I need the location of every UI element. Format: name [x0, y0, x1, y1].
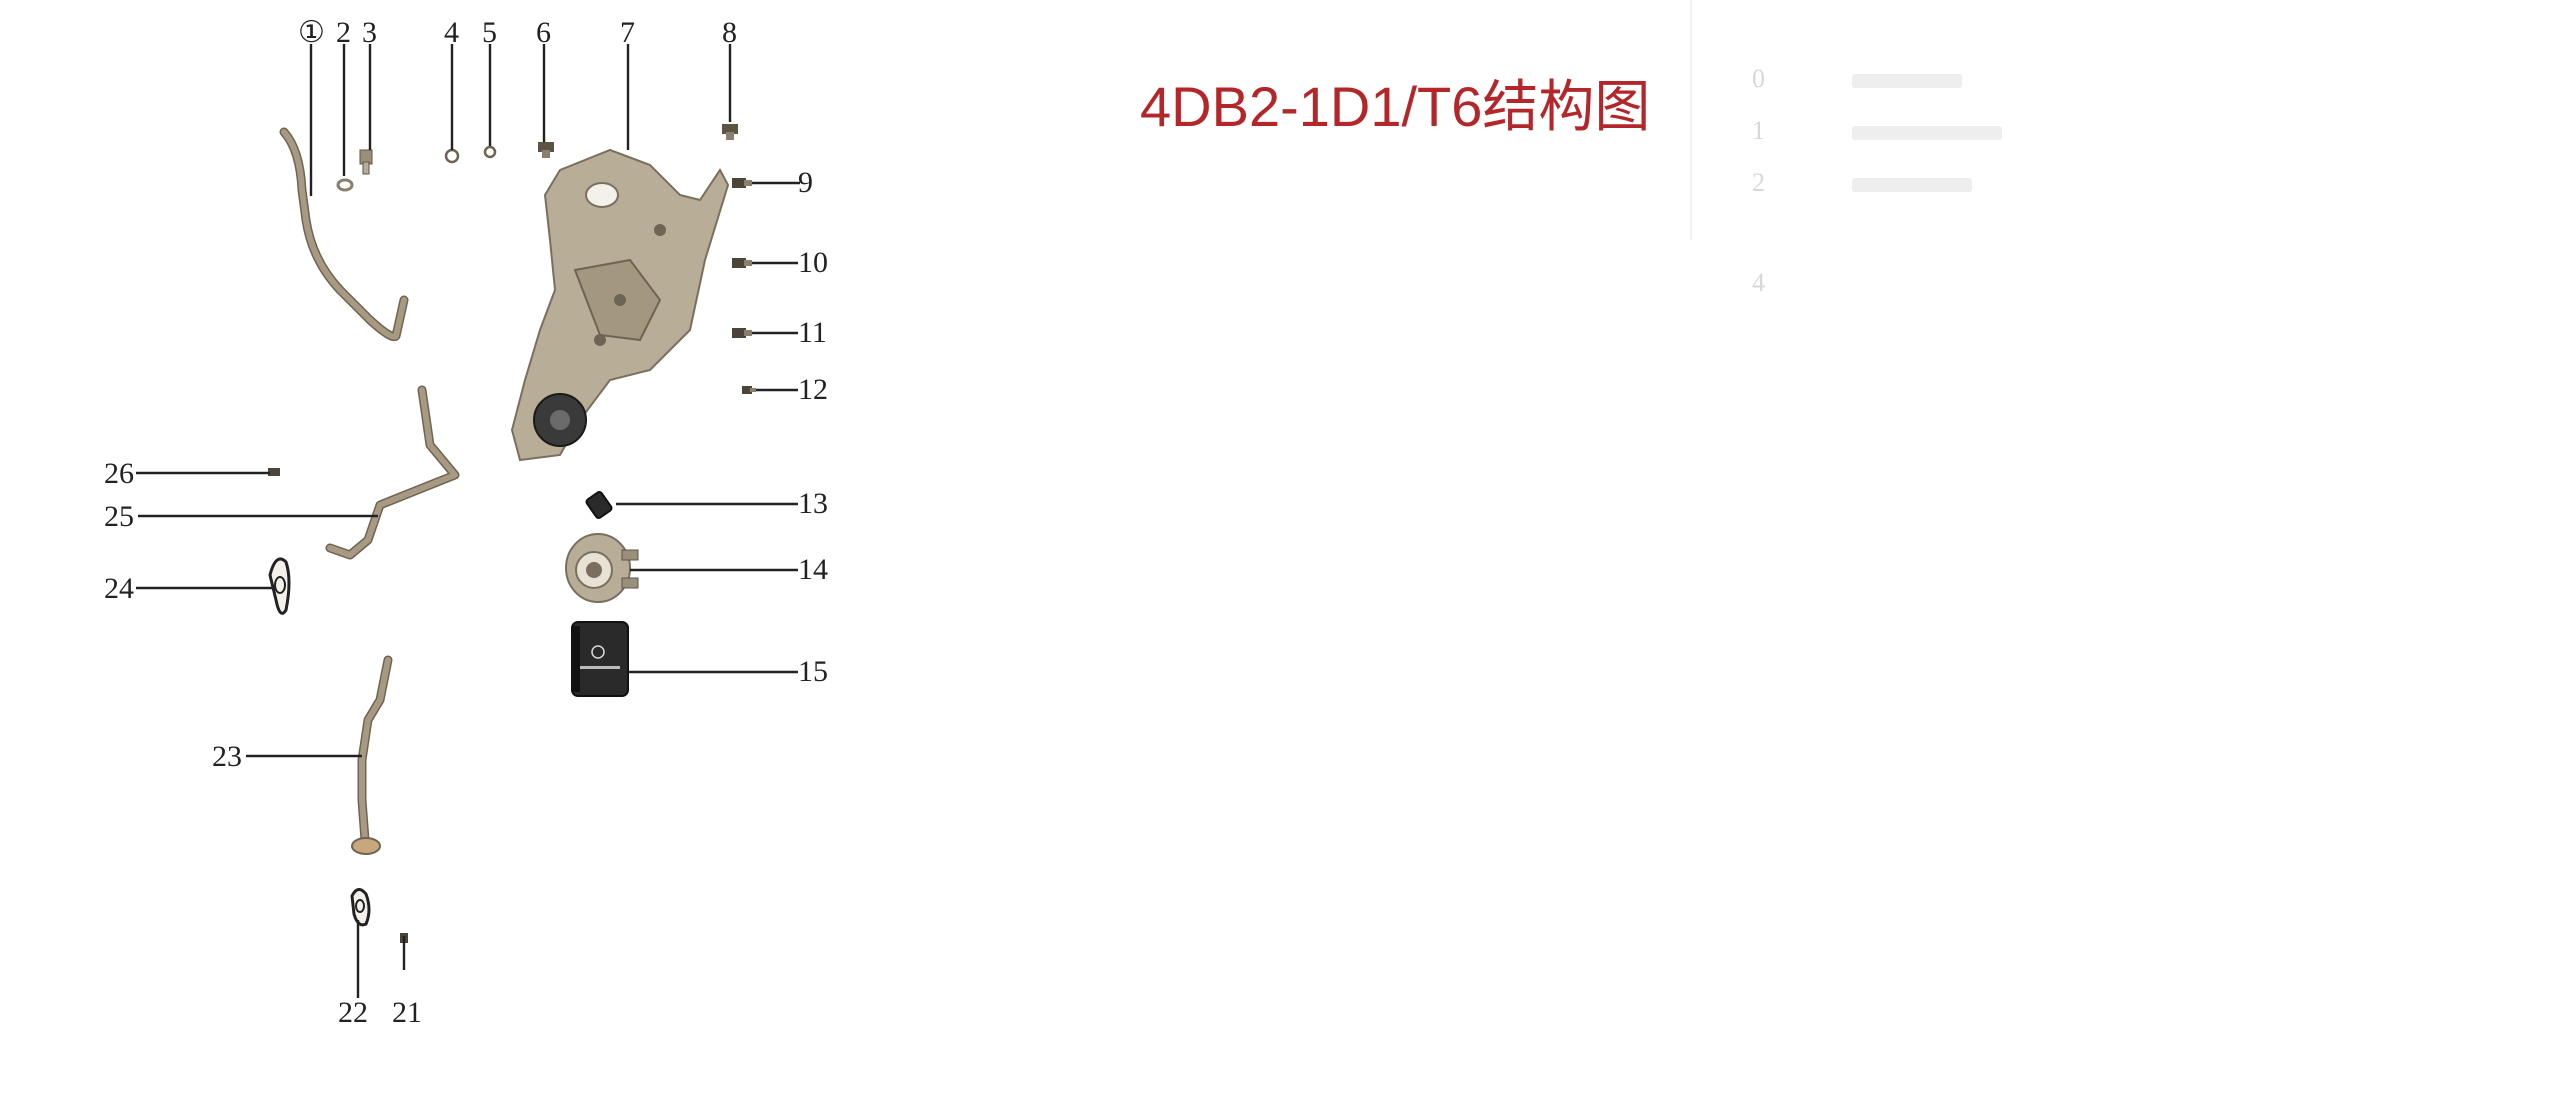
callout-label: 23: [212, 740, 242, 773]
callout-label: 11: [798, 316, 827, 349]
bolt-icon: [732, 258, 752, 268]
callout-labels: ① 2 3 4 5 6 7 8 9 10 11 12 13 14 15 21 2…: [104, 16, 828, 1029]
callout-label: 5: [482, 16, 497, 49]
gasket-icon: [350, 888, 371, 927]
callout-label: 15: [798, 655, 828, 688]
callout-label: 26: [104, 457, 134, 490]
banjo-bolt-icon: [359, 149, 373, 175]
faded-parts-list: 0 1 2 4: [1690, 0, 2272, 297]
bolt-icon: [732, 328, 752, 338]
callout-label: 25: [104, 500, 134, 533]
faded-row-number: 2: [1752, 168, 1765, 197]
o-ring-icon: [444, 148, 460, 164]
callout-label: 8: [722, 16, 737, 49]
faded-row-text: [1852, 126, 2002, 140]
callout-label: 7: [620, 16, 635, 49]
faded-row-text: [1852, 74, 1962, 88]
callout-label: 22: [338, 996, 368, 1029]
bolt-icon: [538, 142, 554, 158]
faded-row-number: 4: [1752, 268, 1765, 297]
callout-label: 3: [362, 16, 377, 49]
washer-icon: [336, 178, 354, 192]
oil-filter-icon: [571, 621, 629, 697]
callout-label: 13: [798, 487, 828, 520]
oil-pipe-icon: [325, 385, 460, 560]
faded-row-text: [1852, 178, 1972, 192]
leader-lines: [136, 44, 800, 998]
oil-cooler-housing-icon: [510, 148, 730, 462]
callout-label: 14: [798, 553, 828, 586]
callout-label: ①: [298, 16, 325, 49]
bolt-icon: [722, 124, 738, 140]
callout-label: 24: [104, 572, 134, 605]
callout-label: 9: [798, 166, 813, 199]
o-ring-icon: [483, 145, 497, 159]
bolt-icon: [732, 178, 752, 188]
faded-row-number: 0: [1752, 64, 1765, 93]
faded-row-number: 1: [1752, 116, 1765, 145]
fitting-icon: [268, 468, 280, 476]
callout-label: 10: [798, 246, 828, 279]
oil-pipe-icon: [279, 127, 409, 342]
diagram-title: 4DB2-1D1/T6结构图: [1140, 75, 1651, 138]
oil-pipe-icon: [351, 655, 393, 855]
callout-label: 2: [336, 16, 351, 49]
gasket-icon: [268, 557, 291, 615]
callout-label: 12: [798, 373, 828, 406]
bolt-icon: [742, 386, 756, 394]
oil-cooler-icon: [565, 533, 639, 603]
callout-label: 6: [536, 16, 551, 49]
pressure-sensor-icon: [585, 491, 613, 519]
callout-label: 4: [444, 16, 459, 49]
callout-label: 21: [392, 996, 422, 1029]
